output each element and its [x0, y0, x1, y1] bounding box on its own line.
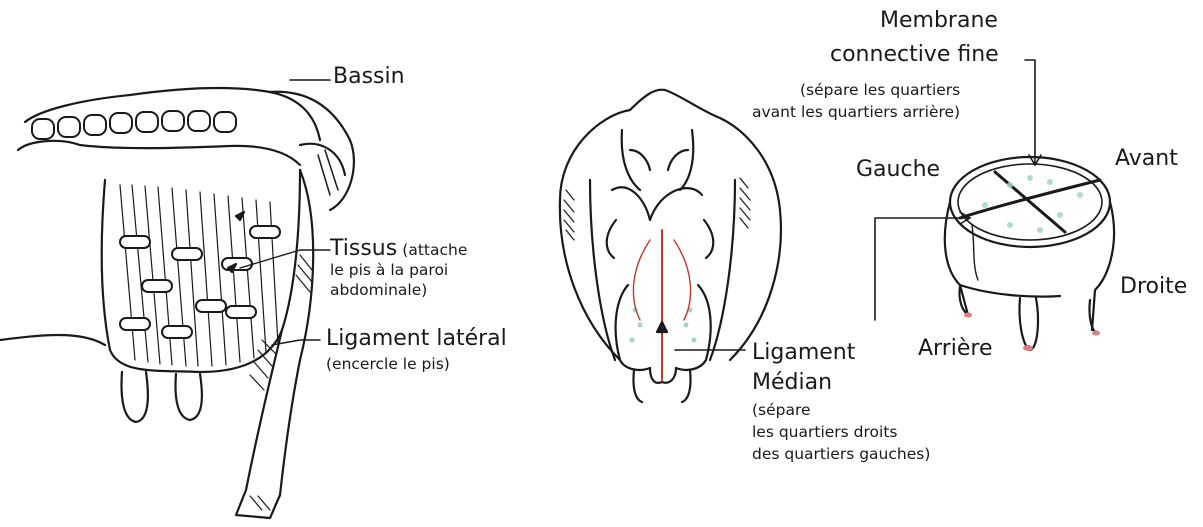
label-ligament-median-1: Ligament [752, 340, 855, 365]
label-avant: Avant [1115, 146, 1178, 171]
label-ligament-lateral: Ligament latéral [326, 326, 507, 351]
cow-side-view [0, 80, 354, 518]
label-tissus-desc: (attache [402, 241, 467, 259]
label-tissus-line3: abdominale) [330, 282, 427, 300]
label-membrane-4: avant les quartiers arrière) [752, 104, 960, 122]
label-tissus: Tissus (attache [330, 236, 467, 261]
label-gauche: Gauche [856, 157, 940, 182]
label-bassin: Bassin [333, 64, 405, 89]
label-ligament-median-4: les quartiers droits [752, 424, 898, 442]
label-ligament-median-5: des quartiers gauches) [752, 446, 930, 464]
label-ligament-lateral-desc: (encercle le pis) [326, 356, 450, 374]
label-ligament-median-3: (sépare [752, 402, 811, 420]
label-membrane-1: Membrane [880, 8, 998, 33]
label-arriere: Arrière [918, 336, 993, 361]
cow-rear-view [560, 90, 781, 402]
label-membrane-2: connective fine [830, 42, 999, 67]
label-membrane-3: (sépare les quartiers [800, 82, 960, 100]
label-ligament-median-2: Médian [752, 370, 832, 395]
label-tissus-title: Tissus [330, 236, 397, 261]
label-droite: Droite [1120, 274, 1187, 299]
label-tissus-line2: le pis à la paroi [330, 262, 448, 280]
